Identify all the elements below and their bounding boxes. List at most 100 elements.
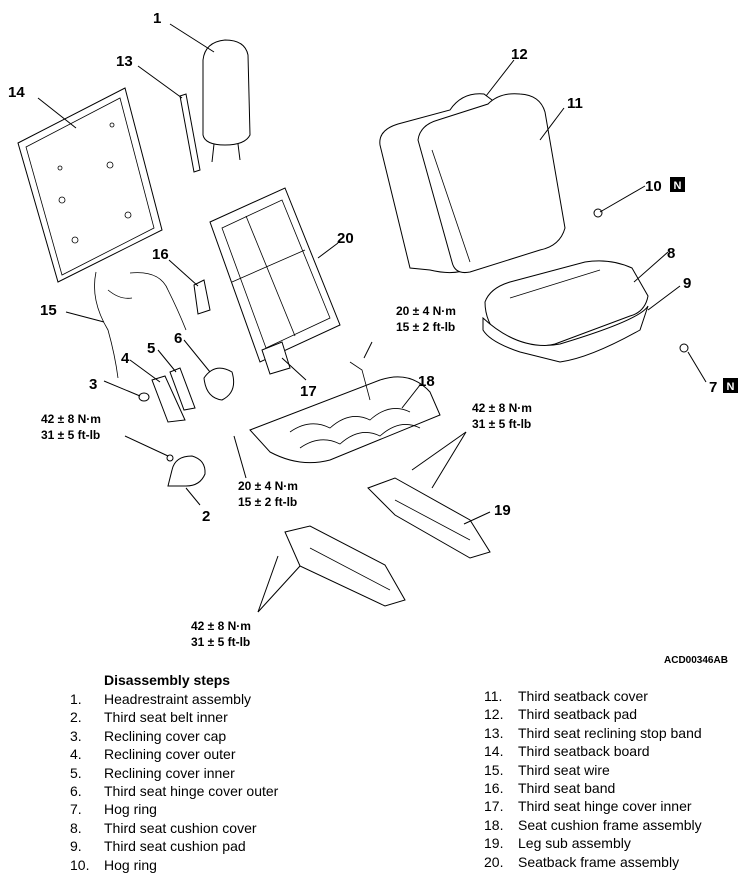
callout-20: 20 bbox=[337, 230, 354, 247]
part-hinge-cover-inner bbox=[261, 341, 291, 375]
step-number: 20. bbox=[484, 853, 504, 870]
torque-1-ftlb: 15 ± 2 ft-lb bbox=[396, 320, 455, 334]
figure-code: ACD00346AB bbox=[664, 655, 728, 666]
step-label: Third seatback cover bbox=[518, 688, 648, 704]
disassembly-steps-left: 1. Headrestraint assembly 2.Third seat be… bbox=[70, 690, 278, 874]
callout-17: 17 bbox=[300, 383, 317, 400]
step-label: Third seat cushion cover bbox=[104, 819, 257, 836]
torque-3-ftlb: 15 ± 2 ft-lb bbox=[238, 495, 297, 509]
step-number: 13. bbox=[484, 724, 504, 741]
step-item: 4. Reclining cover outer bbox=[70, 745, 278, 763]
part-leg-sub-assembly bbox=[284, 477, 491, 607]
step-item: 19. Leg sub assembly bbox=[484, 834, 702, 852]
part-seat-belt-inner bbox=[166, 454, 206, 487]
step-label: Third seat hinge cover outer bbox=[104, 782, 279, 799]
step-item: 15. Third seat wire bbox=[484, 761, 702, 779]
callout-2: 2 bbox=[202, 508, 210, 525]
step-label: Seat cushion frame assembly bbox=[518, 816, 702, 833]
step-label: Third seatback board bbox=[518, 743, 650, 760]
callout-16: 16 bbox=[152, 246, 169, 263]
torque-5-ftlb: 31 ± 5 ft-lb bbox=[191, 635, 250, 649]
part-seatback-frame bbox=[209, 187, 341, 363]
step-label: Leg sub assembly bbox=[518, 835, 631, 852]
step-label: Third seat cushion pad bbox=[104, 838, 246, 855]
part-seat-cushion-frame bbox=[249, 361, 441, 464]
callout-19: 19 bbox=[494, 502, 511, 519]
step-item: 17. Third seat hinge cover inner bbox=[484, 797, 702, 815]
step-label: Third seat hinge cover inner bbox=[518, 798, 692, 815]
step-number: 8. bbox=[70, 819, 82, 836]
step-item: 8. Third seat cushion cover bbox=[70, 819, 278, 837]
step-item: 10. Hog ring bbox=[70, 856, 278, 874]
torque-5-nm: 42 ± 8 N·m bbox=[191, 619, 251, 633]
step-number: 1. bbox=[70, 691, 82, 707]
step-number: 4. bbox=[70, 746, 82, 763]
part-reclining-stop-band bbox=[179, 93, 201, 173]
step-item: 9. Third seat cushion pad bbox=[70, 837, 278, 855]
callout-13: 13 bbox=[116, 53, 133, 70]
step-number: 3. bbox=[70, 727, 82, 744]
step-label: Third seat band bbox=[518, 779, 616, 796]
callout-11: 11 bbox=[567, 95, 583, 112]
step-label: Third seatback pad bbox=[518, 706, 638, 723]
n-marker-box-10 bbox=[670, 177, 685, 192]
step-item: 11. Third seatback cover bbox=[484, 687, 702, 705]
step-item: 5.Reclining cover inner bbox=[70, 764, 278, 782]
part-hog-ring-7 bbox=[679, 343, 689, 353]
callout-1: 1 bbox=[153, 10, 161, 27]
part-seatback-board bbox=[17, 87, 163, 283]
callout-5: 5 bbox=[147, 340, 155, 357]
torque-2-nm: 42 ± 8 N·m bbox=[41, 412, 101, 426]
callout-6: 6 bbox=[174, 330, 182, 347]
step-item: 1. Headrestraint assembly bbox=[70, 690, 278, 708]
step-number: 19. bbox=[484, 835, 504, 852]
step-number: 10. bbox=[70, 856, 90, 873]
step-number: 7. bbox=[70, 801, 82, 818]
step-number: 15. bbox=[484, 761, 504, 778]
torque-4-nm: 42 ± 8 N·m bbox=[472, 401, 532, 415]
step-number: 14. bbox=[484, 743, 504, 760]
step-label: Third seat wire bbox=[518, 761, 610, 778]
part-seatback-cover bbox=[417, 93, 566, 273]
step-item: 14. Third seatback board bbox=[484, 742, 702, 760]
step-item: 2.Third seat belt inner bbox=[70, 708, 278, 726]
n-marker-box-7 bbox=[723, 378, 738, 393]
callout-15: 15 bbox=[40, 302, 57, 319]
step-label: Hog ring bbox=[104, 801, 157, 818]
step-item: 6.Third seat hinge cover outer bbox=[70, 782, 278, 800]
part-seat-wire bbox=[94, 271, 187, 379]
exploded-seat-diagram: 1 2 3 4 5 6 7 8 9 10 11 12 13 14 15 16 1… bbox=[8, 10, 738, 666]
step-number: 16. bbox=[484, 779, 504, 796]
step-label: Headrestraint assembly bbox=[104, 691, 252, 707]
callout-12: 12 bbox=[511, 46, 528, 63]
step-label: Reclining cover inner bbox=[104, 764, 235, 781]
callout-8: 8 bbox=[667, 245, 675, 262]
part-reclining-cover-outer bbox=[151, 375, 186, 423]
step-label: Reclining cover cap bbox=[104, 727, 227, 744]
step-number: 17. bbox=[484, 798, 504, 815]
step-label: Hog ring bbox=[104, 856, 157, 873]
step-number: 2. bbox=[70, 709, 82, 726]
part-seat-band bbox=[193, 279, 211, 315]
disassembly-steps-title: Disassembly steps bbox=[104, 672, 231, 688]
torque-2-ftlb: 31 ± 5 ft-lb bbox=[41, 428, 100, 442]
step-label: Third seat reclining stop band bbox=[518, 724, 702, 741]
step-item: 12. Third seatback pad bbox=[484, 705, 702, 723]
step-number: 18. bbox=[484, 816, 504, 833]
step-number: 12. bbox=[484, 706, 504, 723]
step-label: Seatback frame assembly bbox=[518, 853, 680, 870]
step-number: 11. bbox=[484, 688, 503, 704]
step-item: 20. Seatback frame assembly bbox=[484, 853, 702, 871]
part-headrest bbox=[202, 39, 251, 163]
callout-4: 4 bbox=[121, 350, 130, 367]
part-reclining-cover-inner bbox=[169, 367, 196, 411]
callout-14: 14 bbox=[8, 84, 25, 101]
part-hog-ring-10 bbox=[593, 208, 603, 218]
step-item: 18. Seat cushion frame assembly bbox=[484, 816, 702, 834]
step-item: 16. Third seat band bbox=[484, 779, 702, 797]
step-label: Reclining cover outer bbox=[104, 746, 236, 763]
disassembly-steps-right: 11. Third seatback cover 12. Third seatbac… bbox=[484, 687, 702, 871]
step-number: 9. bbox=[70, 838, 82, 855]
callout-3: 3 bbox=[89, 376, 97, 393]
torque-4-ftlb: 31 ± 5 ft-lb bbox=[472, 417, 531, 431]
